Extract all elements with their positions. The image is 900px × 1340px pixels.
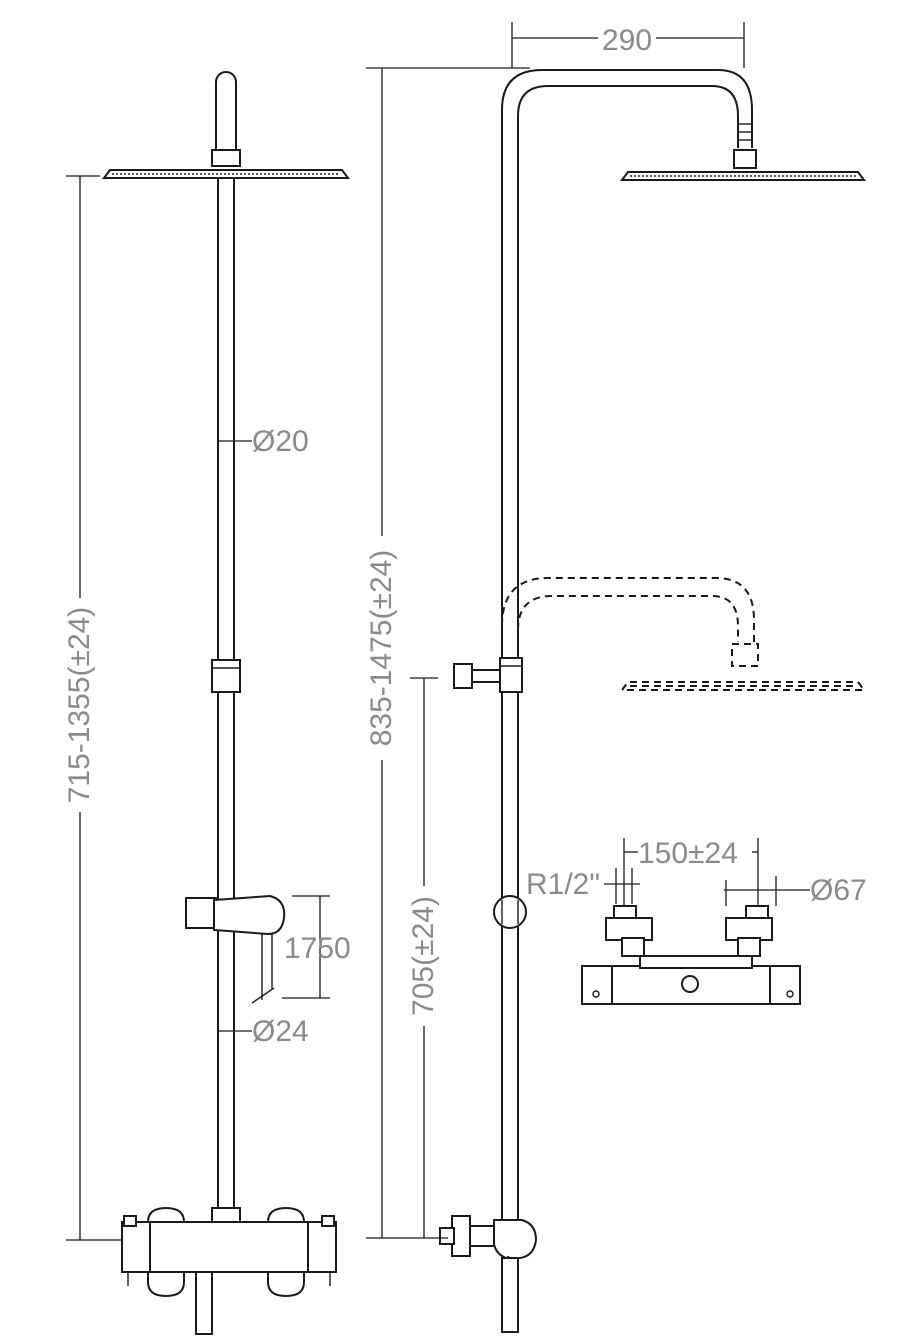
top-riser-stub — [215, 71, 237, 151]
left-total-height-label: 715-1355(±24) — [63, 607, 96, 804]
pipe-lower-diameter-label: Ø24 — [252, 1015, 309, 1048]
left-total-height-dimension — [66, 175, 122, 1241]
top-connector — [211, 149, 241, 167]
holder-dimension-label: 1750 — [284, 932, 351, 965]
thread-size-dimension — [604, 868, 640, 904]
side-mixer-outlet — [501, 1257, 519, 1333]
detail-center-block — [639, 955, 753, 969]
pipe-upper-diameter-label: Ø20 — [252, 425, 309, 458]
hand-shower-height-label: 705(±24) — [407, 896, 440, 1016]
side-height-coupling — [499, 657, 523, 693]
inlet-spacing-label: 150±24 — [638, 837, 738, 870]
side-head-connector — [733, 149, 757, 169]
side-mixer-stem — [439, 1227, 455, 1245]
thread-size-label: R1/2" — [526, 868, 600, 901]
riser-pipe-outer — [501, 69, 753, 1222]
right-side-view: 290 — [365, 22, 866, 1333]
detail-right-escutcheon — [737, 937, 761, 957]
thermostatic-mixer-front — [121, 1206, 337, 1335]
thermostatic-mixer-side — [439, 1215, 538, 1333]
arm-width-label: 290 — [602, 24, 652, 57]
mixer-body — [121, 1221, 337, 1273]
hand-shower-height-dimension — [410, 677, 438, 1238]
holder-knob — [185, 897, 217, 929]
mixer-detail-view: 150±24 R1/2" Ø67 — [526, 837, 867, 1005]
detail-right-nut — [725, 917, 773, 941]
right-total-height-dimension — [366, 67, 530, 1239]
riser-pipe-inner — [517, 85, 739, 1222]
side-mixer-body — [469, 1225, 495, 1247]
mixer-left-nut — [123, 1215, 137, 1227]
right-total-height-label: 835-1475(±24) — [365, 550, 398, 747]
detail-left-screw — [592, 990, 600, 998]
side-coupling-knob — [453, 663, 473, 689]
height-adjust-coupling — [211, 659, 241, 693]
side-mixer-handle — [493, 1219, 538, 1259]
arm-width-dimension — [511, 22, 745, 68]
hand-shower-holder — [185, 894, 286, 1004]
lowered-arm-position — [501, 577, 866, 691]
bath-spout-outlet — [195, 1271, 213, 1335]
escutcheon-diameter-label: Ø67 — [810, 874, 867, 907]
hand-shower-tip — [251, 987, 275, 1004]
side-hand-shower-holder — [493, 895, 527, 929]
left-front-view: 1750 Ø20 Ø24 715-1355(±24) — [63, 71, 351, 1335]
detail-right-screw — [786, 990, 794, 998]
detail-mixer-body — [581, 965, 801, 1005]
holder-dimension-line — [282, 895, 330, 999]
detail-left-escutcheon — [621, 937, 645, 957]
mixer-right-nut — [321, 1215, 335, 1227]
detail-outlet-hole — [681, 975, 699, 993]
holder-body — [213, 894, 286, 936]
inlet-spacing-dimension — [623, 838, 759, 906]
escutcheon-diameter-dimension — [724, 876, 810, 906]
detail-left-nut — [605, 917, 653, 941]
